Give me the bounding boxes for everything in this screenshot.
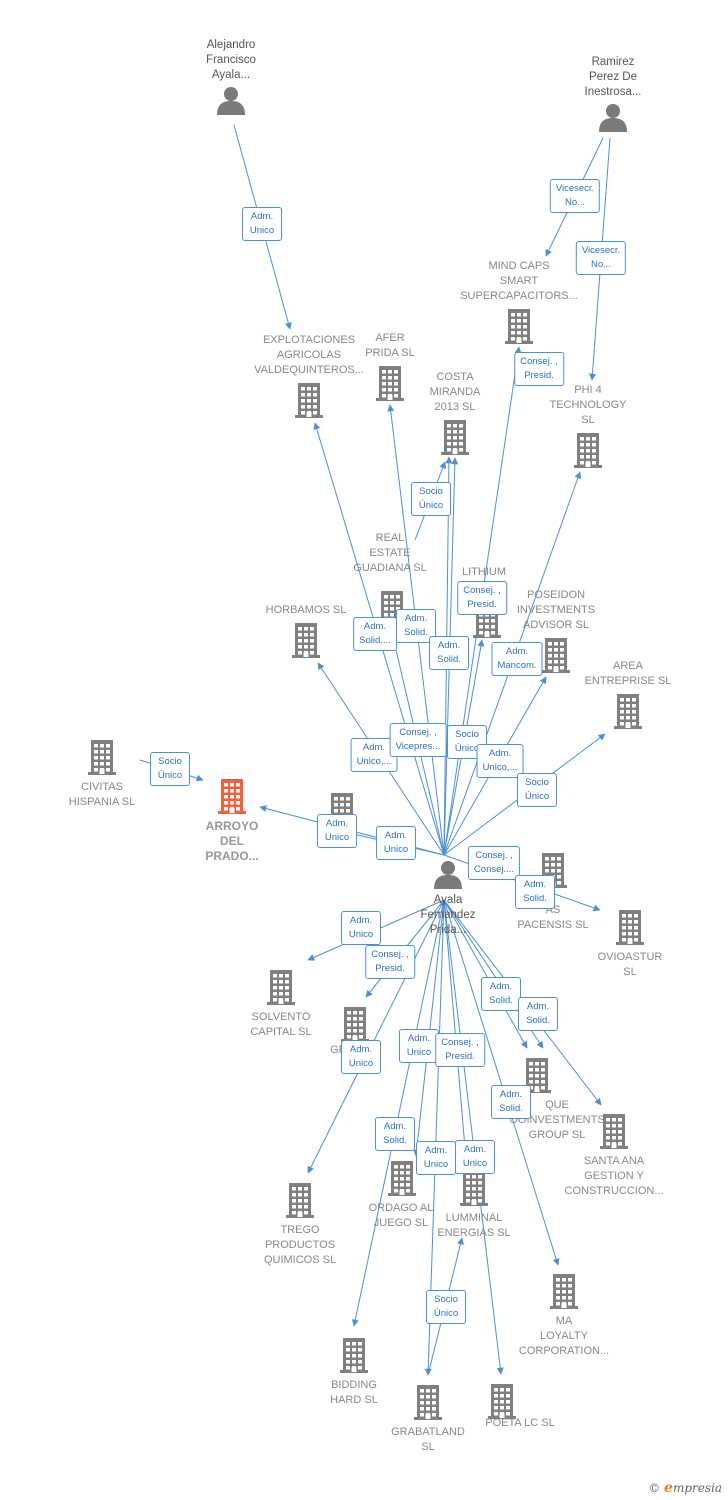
relation-badge[interactable]: Adm. Unico,... bbox=[476, 744, 524, 778]
relation-badge[interactable]: Adm. Solid.... bbox=[353, 617, 397, 651]
building-icon bbox=[337, 1336, 371, 1374]
relation-badge[interactable]: Adm. Unico bbox=[416, 1141, 456, 1175]
relation-badge[interactable]: Consej. , Presid. bbox=[457, 581, 507, 615]
node-label: QUE OOINVESTMENTS GROUP SL bbox=[509, 1099, 605, 1141]
relation-badge[interactable]: Socio Único bbox=[411, 482, 451, 516]
building-icon bbox=[411, 1383, 445, 1421]
node-label: POSEIDON INVESTMENTS ADVISOR SL bbox=[516, 589, 596, 631]
node-label: Ramirez Perez De Inestrosa... bbox=[584, 56, 642, 98]
relation-badge[interactable]: Consej. , Presid. bbox=[514, 352, 564, 386]
building-icon bbox=[85, 738, 119, 776]
node-label: PHI 4 TECHNOLOGY SL bbox=[549, 384, 627, 426]
relation-badge[interactable]: Adm. Unico bbox=[341, 911, 381, 945]
building-icon bbox=[539, 636, 573, 674]
relation-badge[interactable]: Adm. Mancom. bbox=[491, 642, 543, 676]
node-label: Alejandro Francisco Ayala... bbox=[206, 39, 256, 81]
building-icon bbox=[215, 777, 249, 815]
relation-badge[interactable]: Consej. , Presid. bbox=[435, 1033, 485, 1067]
building-icon bbox=[613, 908, 647, 946]
building-icon bbox=[547, 1272, 581, 1310]
relationship-edge-22 bbox=[307, 899, 445, 1174]
building-icon bbox=[338, 1005, 372, 1043]
building-icon bbox=[520, 1056, 554, 1094]
relation-badge[interactable]: Adm. Unico bbox=[455, 1140, 495, 1174]
person-icon bbox=[598, 102, 628, 132]
node-label: SANTA ANA GESTION Y CONSTRUCCION... bbox=[564, 1155, 664, 1197]
node-label: CIVITAS HISPANIA SL bbox=[68, 781, 136, 808]
building-icon bbox=[597, 1112, 631, 1150]
building-icon bbox=[457, 1169, 491, 1207]
node-label: ARROYO DEL PRADO... bbox=[205, 819, 259, 863]
node-label: BIDDING HARD SL bbox=[330, 1379, 378, 1406]
building-icon bbox=[289, 621, 323, 659]
building-icon bbox=[438, 418, 472, 456]
relationship-edge-25 bbox=[443, 899, 504, 1375]
node-label: COSTA MIRANDA 2013 SL bbox=[429, 371, 481, 413]
building-icon bbox=[485, 1382, 519, 1420]
building-icon bbox=[292, 381, 326, 419]
relation-badge[interactable]: Adm. Unico bbox=[242, 207, 282, 241]
building-icon bbox=[502, 307, 536, 345]
node-label: EXPLOTACIONES AGRICOLAS VALDEQUINTEROS..… bbox=[254, 334, 364, 376]
node-label: TREGO PRODUCTOS QUIMICOS SL bbox=[263, 1224, 337, 1266]
relationship-edge-28 bbox=[413, 899, 445, 1157]
relation-badge[interactable]: Consej. , Vicepres... bbox=[389, 723, 447, 757]
person-icon bbox=[216, 85, 246, 115]
empresia-watermark: © empresia bbox=[648, 1480, 722, 1496]
node-label: OVIOASTUR SL bbox=[597, 951, 663, 978]
node-label: LUMMINAL ENERGIAS SL bbox=[437, 1212, 511, 1239]
relation-badge[interactable]: Socio Único bbox=[426, 1290, 466, 1324]
relationship-edge-26 bbox=[443, 899, 560, 1266]
relationship-edge-27 bbox=[443, 899, 469, 1161]
relationship-edge-20 bbox=[443, 899, 528, 1049]
node-label: ORDAGO AL JUEGO SL bbox=[368, 1202, 434, 1229]
brand-e-letter: e bbox=[664, 1480, 673, 1496]
relation-badge[interactable]: Adm. Solid. bbox=[515, 875, 555, 909]
relation-badge[interactable]: Vicesecr. No... bbox=[549, 179, 601, 213]
relation-badge[interactable]: Adm. Solid. bbox=[375, 1117, 415, 1151]
building-icon bbox=[283, 1181, 317, 1219]
node-label: AS PACENSIS SL bbox=[517, 904, 589, 931]
relation-badge[interactable]: Adm. Solid. bbox=[429, 636, 469, 670]
relation-badge[interactable]: Adm. Unico bbox=[317, 814, 357, 848]
node-label: LITHIUM bbox=[462, 566, 506, 578]
node-label: MA LOYALTY CORPORATION... bbox=[518, 1315, 610, 1357]
relation-badge[interactable]: Adm. Unico,... bbox=[350, 738, 398, 772]
relation-badge[interactable]: Consej. , Presid. bbox=[365, 945, 415, 979]
building-icon bbox=[385, 1159, 419, 1197]
relation-badge[interactable]: Adm. Unico bbox=[376, 826, 416, 860]
building-icon bbox=[611, 692, 645, 730]
relation-badge[interactable]: Adm. Solid. bbox=[491, 1085, 531, 1119]
copyright-symbol: © bbox=[648, 1481, 661, 1495]
relation-badge[interactable]: Adm. Unico bbox=[399, 1029, 439, 1063]
node-label: HORBAMOS SL bbox=[265, 604, 347, 616]
relation-badge[interactable]: Socio Único bbox=[517, 773, 557, 807]
person-icon bbox=[433, 859, 463, 889]
relation-badge[interactable]: Consej. , Consej.... bbox=[467, 846, 521, 880]
building-icon bbox=[571, 431, 605, 469]
relation-badge[interactable]: Adm. Unico bbox=[341, 1040, 381, 1074]
node-label: POETA LC SL bbox=[485, 1417, 555, 1429]
node-label: SOLVENTO CAPITAL SL bbox=[250, 1011, 312, 1038]
building-icon bbox=[264, 968, 298, 1006]
relation-badge[interactable]: Adm. Solid. bbox=[481, 977, 521, 1011]
brand-name: mpresia bbox=[672, 1481, 722, 1495]
node-label: Ayala Fernandez Prida... bbox=[420, 894, 476, 936]
node-label: MIND CAPS SMART SUPERCAPACITORS... bbox=[460, 260, 578, 302]
node-label: AFER PRIDA SL bbox=[365, 332, 415, 359]
relation-badge[interactable]: Adm. Solid. bbox=[518, 997, 558, 1031]
relation-badge[interactable]: Socio Único bbox=[150, 752, 190, 786]
relation-badge[interactable]: Vicesecr. No... bbox=[575, 241, 627, 275]
node-label: REAL ESTATE GUADIANA SL bbox=[353, 532, 427, 574]
building-icon bbox=[373, 364, 407, 402]
relationship-edge-23 bbox=[351, 899, 445, 1327]
node-label: AREA ENTREPRISE SL bbox=[584, 660, 672, 687]
node-label: GRABATLAND SL bbox=[391, 1426, 465, 1453]
